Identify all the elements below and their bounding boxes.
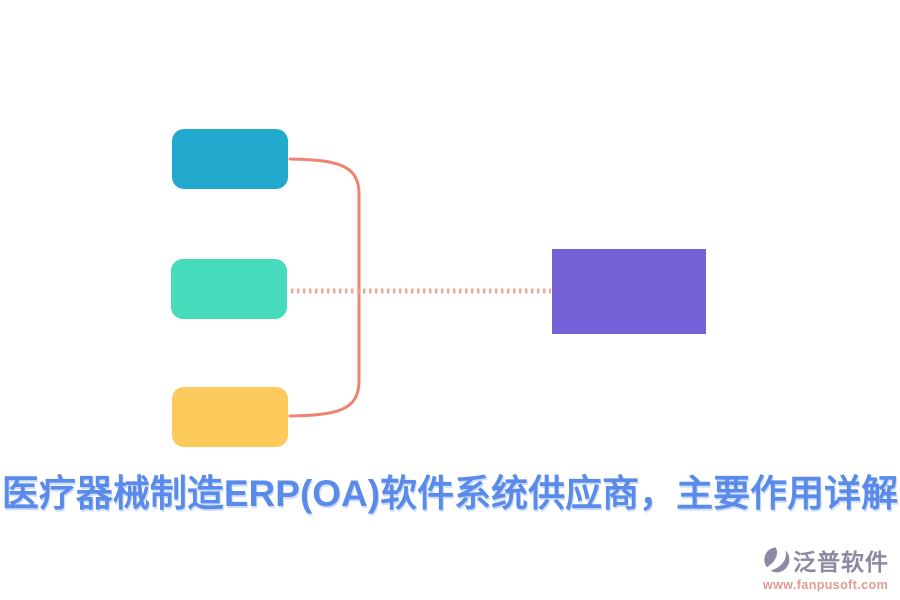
bracket-connector <box>288 157 361 418</box>
diagram-node-bottom <box>172 387 288 447</box>
fanpu-logo-icon <box>764 547 790 573</box>
brand-watermark: 泛普软件 www.fanpusoft.com <box>763 543 893 592</box>
diagram-node-top <box>172 129 288 189</box>
brand-name: 泛普软件 <box>793 549 889 575</box>
brand-row: 泛普软件 <box>763 543 889 577</box>
brand-url: www.fanpusoft.com <box>763 578 889 592</box>
diagram-node-right <box>552 249 706 334</box>
page-title: 医疗器械制造ERP(OA)软件系统供应商，主要作用详解 <box>1 473 899 514</box>
diagram-node-middle <box>171 259 287 319</box>
